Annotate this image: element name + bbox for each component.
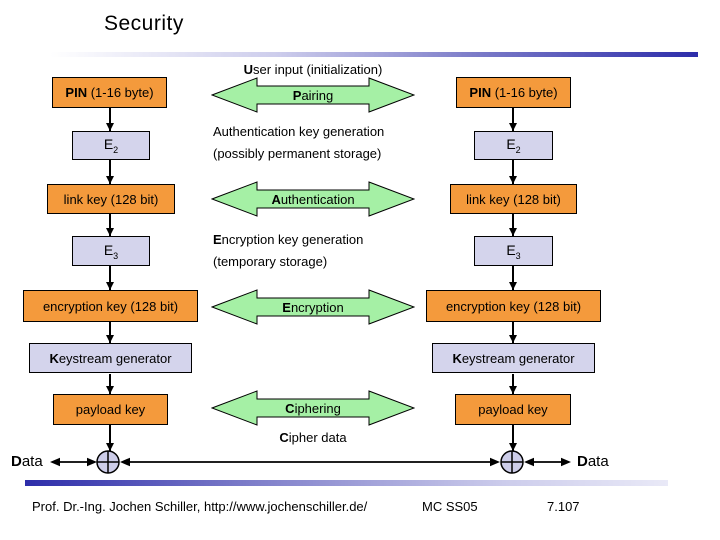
pin-label: PIN (1-16 byte) bbox=[65, 85, 154, 100]
enc-gen-line2: (temporary storage) bbox=[213, 254, 328, 269]
e2-box-right: E2 bbox=[474, 131, 553, 160]
encryption-key-box-right: encryption key (128 bit) bbox=[426, 290, 601, 322]
down-arrow-icon bbox=[509, 425, 517, 451]
down-arrow-icon bbox=[509, 214, 517, 236]
authentication-double-arrow-icon bbox=[211, 181, 415, 217]
keystream-generator-box-right: Keystream generator bbox=[432, 343, 595, 373]
encryption-key-label: encryption key (128 bit) bbox=[445, 298, 582, 314]
down-arrow-icon bbox=[106, 425, 114, 451]
keystream-generator-box-left: Keystream generator bbox=[29, 343, 192, 373]
down-arrow-icon bbox=[509, 266, 517, 290]
pin-box-right: PIN (1-16 byte) bbox=[456, 77, 571, 108]
footer-page-number: 7.107 bbox=[547, 499, 580, 514]
payload-key-box-right: payload key bbox=[455, 394, 571, 425]
cipher-data-label: Cipher data bbox=[279, 430, 347, 445]
keystream-label: Keystream generator bbox=[49, 350, 172, 366]
pairing-double-arrow-icon bbox=[211, 77, 415, 113]
down-arrow-icon bbox=[509, 108, 517, 131]
pin-box-left: PIN (1-16 byte) bbox=[52, 77, 167, 108]
down-arrow-icon bbox=[106, 214, 114, 236]
bottom-divider-line bbox=[25, 480, 668, 486]
data-line-left-segment bbox=[50, 457, 97, 467]
down-arrow-icon bbox=[106, 266, 114, 290]
footer-author: Prof. Dr.-Ing. Jochen Schiller, http://w… bbox=[32, 499, 368, 514]
e3-box-left: E3 bbox=[72, 236, 150, 266]
footer-course: MC SS05 bbox=[422, 499, 478, 514]
user-input-label: User input (initialization) bbox=[243, 62, 383, 77]
payload-key-label: payload key bbox=[75, 402, 146, 417]
link-key-label: link key (128 bit) bbox=[466, 191, 561, 207]
e3-box-right: E3 bbox=[474, 236, 553, 266]
authentication-key-generation-text: Authentication key generation (possibly … bbox=[213, 121, 384, 165]
auth-gen-line1: Authentication key generation bbox=[213, 124, 385, 139]
down-arrow-icon bbox=[509, 160, 517, 184]
data-label-right: Data bbox=[577, 453, 609, 470]
down-arrow-icon bbox=[106, 374, 114, 394]
e3-label: E3 bbox=[103, 241, 119, 261]
link-key-label: link key (128 bit) bbox=[63, 191, 159, 207]
keystream-label: Keystream generator bbox=[452, 350, 575, 366]
payload-key-box-left: payload key bbox=[53, 394, 168, 425]
data-label-left: Data bbox=[11, 453, 43, 470]
e2-label: E2 bbox=[506, 136, 521, 155]
link-key-box-left: link key (128 bit) bbox=[47, 184, 175, 214]
cipher-data-line-center-segment bbox=[120, 457, 500, 467]
pairing-arrow-label: Pairing bbox=[292, 88, 334, 103]
payload-key-label: payload key bbox=[478, 402, 548, 417]
link-key-box-right: link key (128 bit) bbox=[450, 184, 577, 214]
authentication-arrow-label: Authentication bbox=[271, 192, 355, 207]
encryption-key-label: encryption key (128 bit) bbox=[42, 298, 179, 314]
encryption-key-box-left: encryption key (128 bit) bbox=[23, 290, 198, 322]
encryption-key-generation-text: Encryption key generation (temporary sto… bbox=[213, 229, 363, 273]
encryption-double-arrow-icon bbox=[211, 289, 415, 325]
down-arrow-icon bbox=[106, 322, 114, 343]
slide-title: Security bbox=[104, 12, 184, 35]
down-arrow-icon bbox=[106, 108, 114, 131]
xor-left-icon bbox=[96, 450, 120, 474]
auth-gen-line2: (possibly permanent storage) bbox=[213, 146, 382, 161]
down-arrow-icon bbox=[106, 160, 114, 184]
data-line-right-segment bbox=[524, 457, 571, 467]
ciphering-double-arrow-icon bbox=[211, 390, 415, 426]
cipher-data-flow-graphic bbox=[50, 450, 571, 474]
e3-label: E3 bbox=[506, 241, 521, 261]
e2-box-left: E2 bbox=[72, 131, 150, 160]
enc-gen-line1: Encryption key generation bbox=[213, 232, 364, 247]
encryption-arrow-label: Encryption bbox=[282, 300, 344, 315]
top-divider-line bbox=[50, 52, 698, 57]
ciphering-arrow-label: Ciphering bbox=[285, 401, 341, 416]
xor-right-icon bbox=[500, 450, 524, 474]
e2-label: E2 bbox=[103, 136, 119, 155]
down-arrow-icon bbox=[509, 374, 517, 394]
down-arrow-icon bbox=[509, 322, 517, 343]
pin-label: PIN (1-16 byte) bbox=[469, 85, 558, 100]
